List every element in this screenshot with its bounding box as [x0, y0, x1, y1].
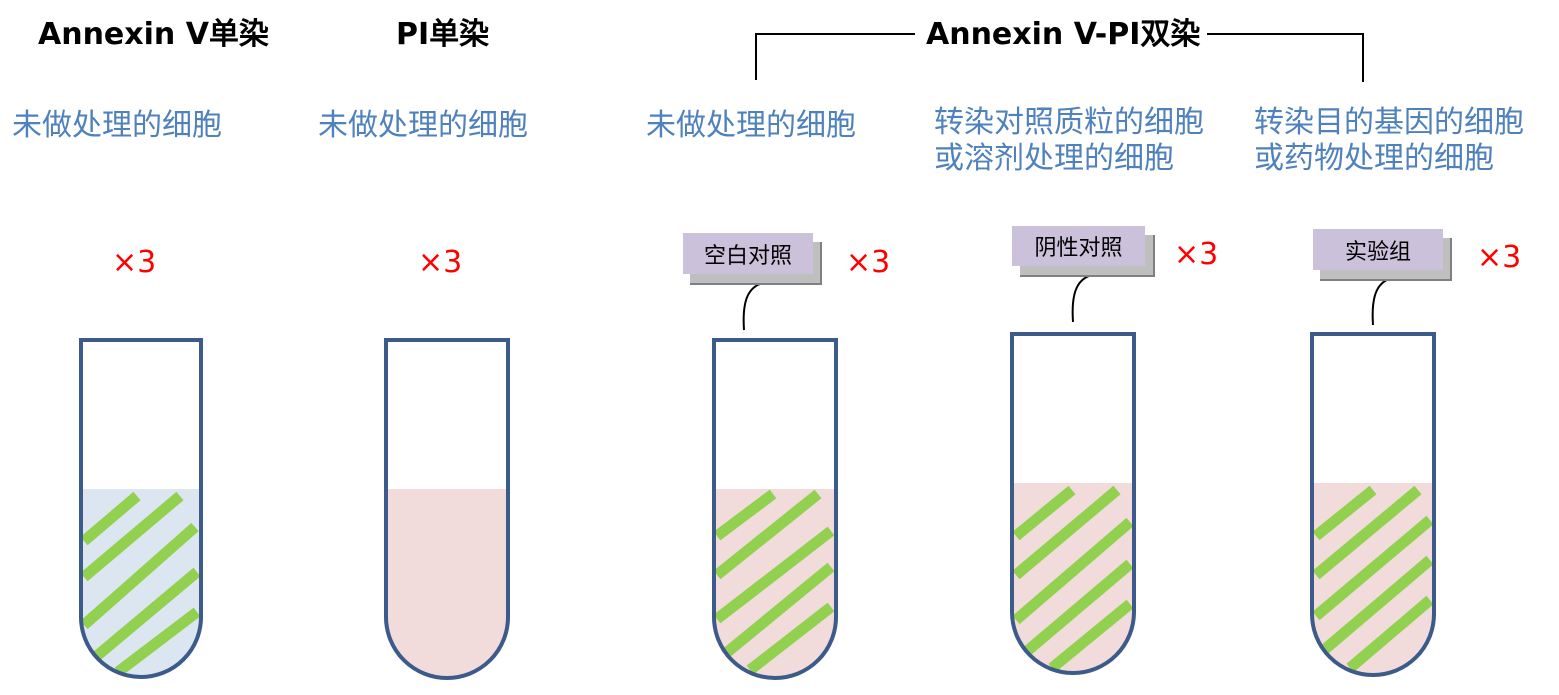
group-4-description: 转染对照质粒的细胞 或溶剂处理的细胞 [934, 105, 1204, 177]
tube-1 [79, 338, 203, 679]
stripe [1022, 559, 1134, 657]
tube-outline [712, 338, 838, 680]
label-blank-control: 空白对照 [683, 233, 813, 274]
tube-outline [384, 338, 510, 680]
tube-outline [1310, 332, 1436, 677]
group-4-multiplier: ×3 [1174, 237, 1219, 272]
tube-stripes [81, 491, 201, 677]
stripe [1346, 595, 1434, 673]
stripe [746, 602, 835, 675]
label-connector [742, 281, 768, 331]
stripe [88, 567, 201, 665]
stripe [1012, 485, 1121, 580]
stripe [1312, 515, 1434, 621]
group-1-description: 未做处理的细胞 [12, 108, 222, 143]
stripe [1048, 599, 1134, 673]
double-stain-bracket-right [1207, 33, 1364, 82]
tube-liquid [1012, 483, 1134, 673]
tube-stripes [1012, 485, 1134, 673]
label-connector [1071, 273, 1097, 323]
group-5-description-line2: 或药物处理的细胞 [1254, 141, 1494, 176]
header-pi-single: PI单染 [396, 17, 490, 52]
tube-outline [79, 338, 203, 679]
group-4-description-line1: 转染对照质粒的细胞 [934, 105, 1204, 140]
tube-4 [1010, 273, 1136, 675]
stripe [1312, 485, 1377, 541]
group-2-description: 未做处理的细胞 [318, 108, 528, 143]
tube-3 [712, 281, 838, 680]
group-3-multiplier: ×3 [846, 245, 891, 280]
stripe [714, 526, 835, 624]
stripe [81, 491, 141, 546]
tube-5 [1310, 276, 1436, 677]
group-5-description: 转染目的基因的细胞 或药物处理的细胞 [1254, 105, 1524, 177]
tube-outline [1010, 332, 1136, 675]
tube-liquid [714, 489, 836, 678]
stripe [714, 489, 822, 580]
stripe [1012, 517, 1134, 625]
stripe [114, 607, 201, 677]
group-3-description: 未做处理的细胞 [646, 108, 856, 143]
label-connector [1371, 276, 1397, 326]
group-1-multiplier: ×3 [112, 245, 157, 280]
group-5-multiplier: ×3 [1477, 240, 1522, 275]
header-double-stain: Annexin V-PI双染 [926, 17, 1201, 52]
stripe [81, 522, 199, 630]
stripe [1312, 485, 1422, 580]
group-2-multiplier: ×3 [418, 245, 463, 280]
tube-2 [384, 338, 510, 680]
stripe [1320, 555, 1434, 655]
stripe [721, 562, 835, 659]
tube-liquid [1312, 483, 1434, 675]
tube-stripes [714, 489, 835, 675]
stripe [1012, 485, 1076, 541]
double-stain-bracket-left [755, 33, 915, 80]
stripe [714, 489, 777, 541]
label-experimental-group: 实验组 [1313, 229, 1443, 270]
tube-stripes [1312, 485, 1434, 673]
label-negative-control: 阴性对照 [1012, 226, 1145, 266]
tube-liquid [386, 489, 508, 678]
header-annexin-single: Annexin V单染 [38, 17, 269, 52]
stripe [81, 491, 184, 582]
group-4-description-line2: 或溶剂处理的细胞 [934, 141, 1174, 176]
group-5-description-line1: 转染目的基因的细胞 [1254, 105, 1524, 140]
